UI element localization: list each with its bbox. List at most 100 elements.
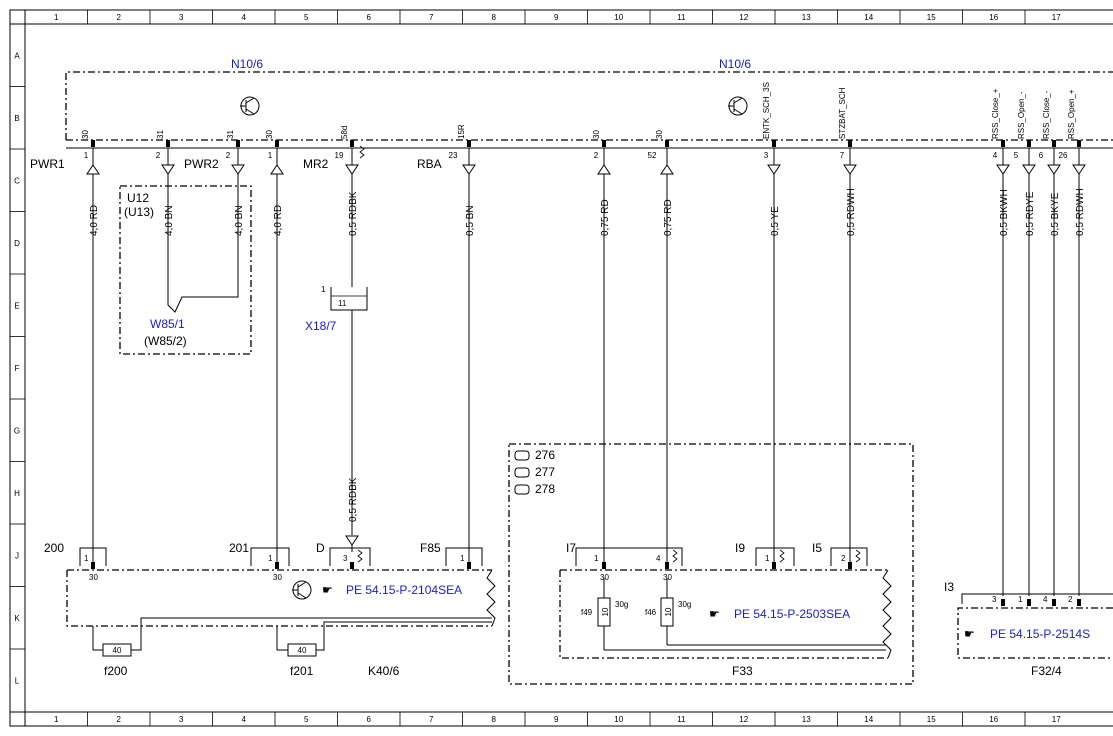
u13-label: (U13): [124, 205, 154, 219]
w85-2-label: (W85/2): [144, 334, 187, 348]
f200-fuse: [102, 643, 132, 657]
top-pins: 30131231230158d1915R233023052ENTK_SCH_3S…: [81, 82, 1081, 160]
grid-col-label: 5: [304, 13, 309, 22]
n10-6-label-left: N10/6: [231, 57, 263, 71]
grid-col-label: 4: [242, 715, 247, 724]
connector-pin: 1: [84, 554, 89, 563]
connector-pin: 1: [765, 554, 770, 563]
wire-label: 4,0 BN: [234, 205, 245, 236]
pin-terminal: 15R: [457, 124, 466, 139]
grid-col-label: 1: [54, 715, 59, 724]
grid-col-label: 15: [927, 715, 936, 724]
x18-7-pin-outer: 1: [321, 285, 326, 294]
pin-number: 1: [84, 151, 89, 160]
pin-terminal: 31: [226, 130, 235, 139]
connector-label: 200: [44, 541, 64, 555]
f32-4-label: F32/4: [1031, 664, 1062, 678]
connector-label: D: [316, 541, 325, 555]
grid-col-label: 5: [304, 715, 309, 724]
group-label: RBA: [417, 157, 442, 171]
connector-label: I7: [566, 541, 576, 555]
connector-pin: 2: [841, 554, 846, 563]
group-label: MR2: [303, 157, 329, 171]
grid-row-label: G: [14, 426, 20, 435]
pe-ref-f33[interactable]: PE 54.15-P-2503SEA: [734, 607, 850, 621]
pin-number: 1: [268, 151, 273, 160]
f201-label: f201: [290, 664, 314, 678]
grid-row-label: C: [14, 176, 20, 185]
grid-col-label: 15: [927, 13, 936, 22]
grid-row-label: F: [15, 364, 20, 373]
grid-row-label: L: [15, 676, 20, 685]
pin-number: 19: [335, 151, 344, 160]
f32-4-box: [957, 607, 1113, 659]
wire-label: 4,0 RD: [273, 205, 284, 236]
wire-label: 0,5 RDBK: [348, 191, 359, 236]
grid-col-label: 11: [677, 13, 686, 22]
f200-rating: 40: [113, 646, 122, 655]
wire-label: 0,5 YE: [770, 206, 781, 236]
wire-label: 0,75 RD: [600, 199, 611, 236]
grid-row-label: H: [14, 489, 20, 498]
f201-rating: 40: [298, 646, 307, 655]
pin-terminal: 58d: [340, 126, 349, 139]
n10-6-box: [65, 71, 1113, 140]
f33-box: [559, 569, 888, 659]
connector-pin: 2: [1068, 595, 1073, 604]
x18-7-pin-inner: 11: [338, 299, 347, 308]
pin-terminal: ENTK_SCH_3S: [762, 82, 771, 139]
pin-number: 3: [764, 151, 769, 160]
grid-col-label: 11: [677, 715, 686, 724]
grid-col-label: 9: [554, 13, 559, 22]
pin-terminal: 30: [655, 130, 664, 139]
grid-col-label: 8: [492, 13, 497, 22]
pin-number: 5: [1014, 151, 1019, 160]
connector-pin: 1: [460, 554, 465, 563]
pin-terminal: RSS_Open_-: [1017, 91, 1026, 139]
pin-terminal: 30: [265, 130, 274, 139]
pin-number: 2: [156, 151, 161, 160]
variant-item: 276: [535, 448, 555, 462]
f200-lead-left: [92, 626, 103, 651]
connector-label: F85: [420, 541, 441, 555]
f201-lead-right: [316, 626, 325, 651]
connector-pin: 4: [656, 554, 661, 563]
k40-6-label: K40/6: [368, 664, 400, 678]
pin-number: 4: [993, 151, 998, 160]
grid-col-label: 12: [739, 13, 748, 22]
group-label: PWR2: [184, 157, 219, 171]
pe-ref-k40[interactable]: PE 54.15-P-2104SEA: [346, 583, 462, 597]
variant-item: 278: [535, 482, 555, 496]
connector-pin: 3: [343, 554, 348, 563]
w85-joint: [167, 240, 239, 313]
grid-col-label: 2: [117, 13, 122, 22]
pin-terminal: RSS_Open_+: [1067, 89, 1076, 139]
f33-label: F33: [732, 664, 753, 678]
pin-terminal: 30: [81, 130, 90, 139]
grid-col-label: 14: [864, 715, 873, 724]
connector-label: I5: [812, 541, 822, 555]
f200-label: f200: [104, 664, 128, 678]
pe-ref-f32[interactable]: PE 54.15-P-2514S: [990, 627, 1090, 641]
f49-rating: 10: [601, 607, 610, 616]
grid-columns: 1122334455667788991010111112121313141415…: [24, 10, 1061, 726]
n10-6-label-right: N10/6: [719, 57, 751, 71]
hand-pointer-icon: ☛: [964, 627, 975, 641]
k40-6-break: [486, 569, 496, 627]
grid-col-label: 2: [117, 715, 122, 724]
hand-pointer-icon: ☛: [322, 583, 333, 597]
grid-row-label: E: [14, 301, 19, 310]
connector-pin: 1: [594, 554, 599, 563]
x18-7-label: X18/7: [305, 319, 337, 333]
wire-label: 0,5 BKWH: [999, 189, 1010, 236]
transistor-icon: [240, 96, 260, 116]
transistor-icon: [292, 580, 312, 600]
grid-col-label: 10: [614, 13, 623, 22]
pin-number: 23: [449, 151, 458, 160]
grid-col-label: 3: [179, 13, 184, 22]
grid-row-label: J: [15, 551, 19, 560]
grid-col-label: 6: [367, 13, 372, 22]
